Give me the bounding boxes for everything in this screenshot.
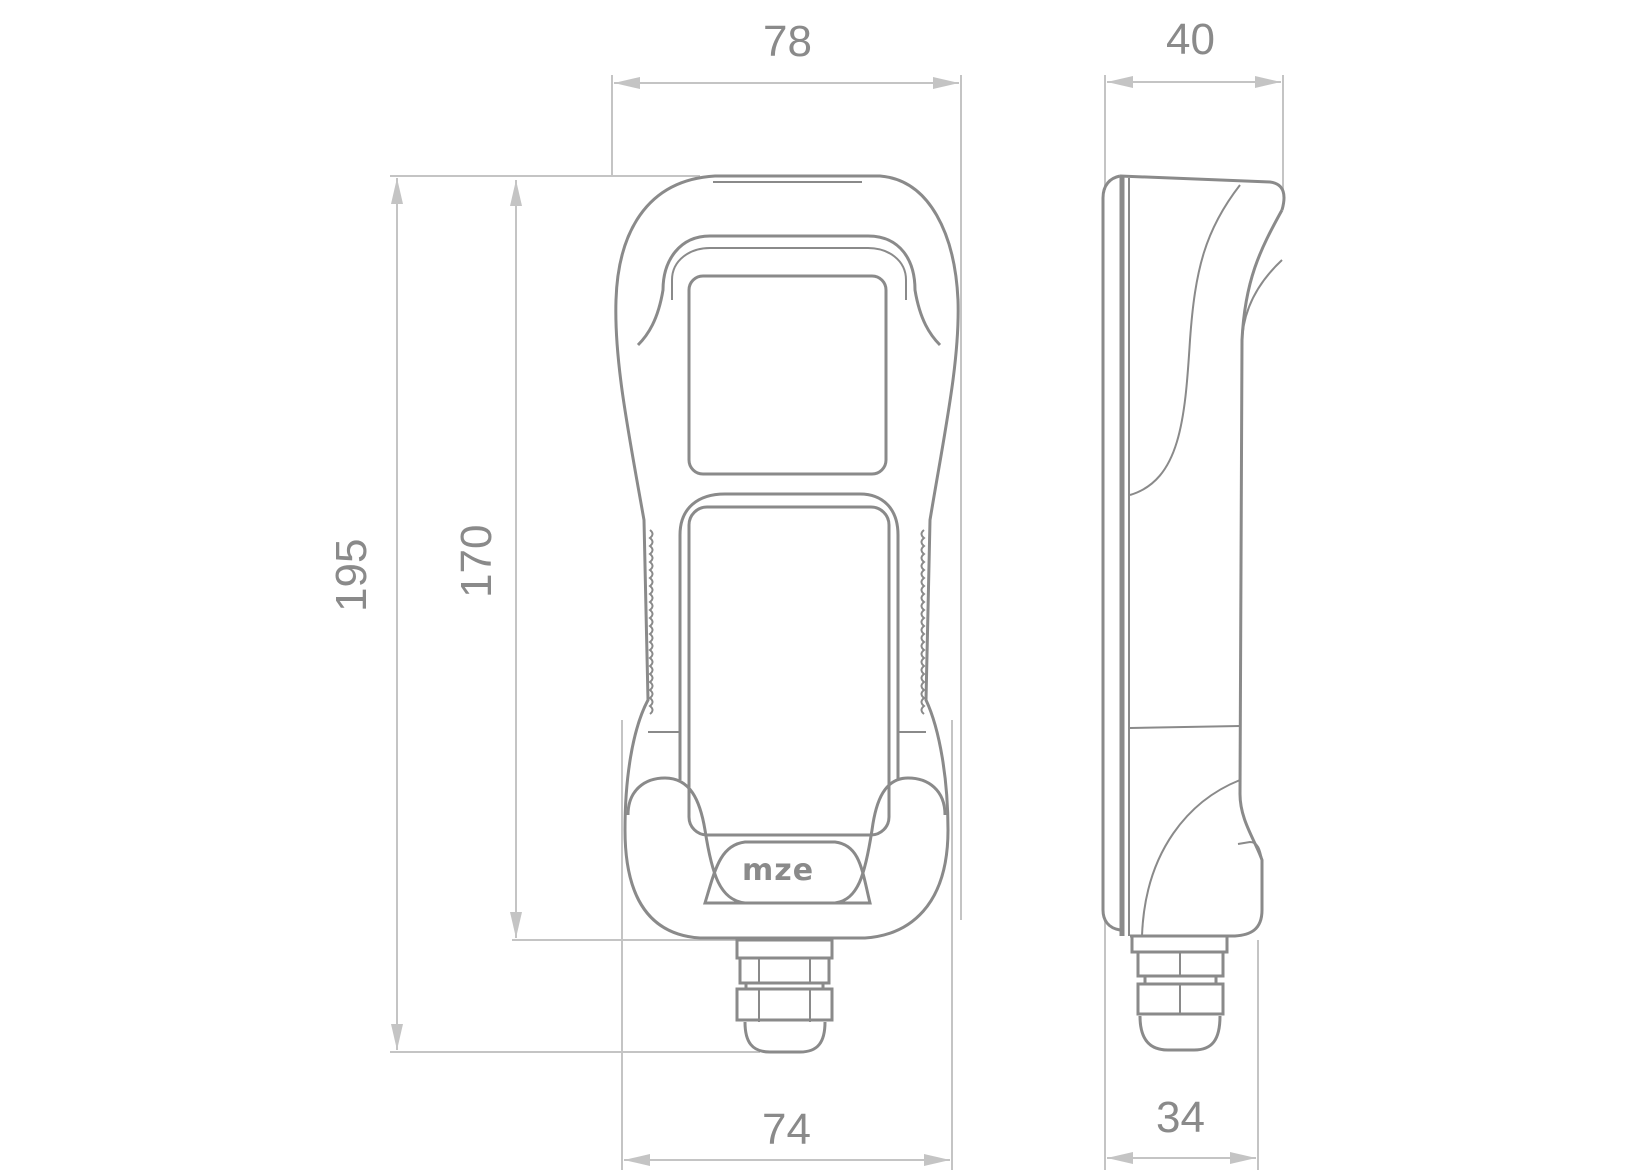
cable-gland-front [735,938,834,1054]
front-view [614,174,960,1054]
dimension-label-78: 78 [763,17,812,66]
side-view [1101,174,1286,1052]
cable-gland-side [1130,934,1229,1052]
upper-display-window [687,274,888,476]
dimension-34 [1104,920,1259,1170]
dimension-label-34: 34 [1156,1093,1205,1142]
left-grip [648,529,654,715]
dimension-40 [1104,75,1284,190]
right-grip [920,529,926,715]
brand-logo: mze [742,853,815,888]
dimension-195 [390,175,760,1053]
dimension-label-74: 74 [762,1105,811,1154]
lower-keypad-window [687,505,891,837]
dimension-74 [621,720,953,1170]
dimension-label-40: 40 [1166,15,1215,64]
dimension-label-170: 170 [452,524,501,598]
dimension-170 [510,180,745,941]
dimension-label-195: 195 [327,538,376,612]
dimension-78 [611,75,962,920]
logo-plate [702,840,872,905]
